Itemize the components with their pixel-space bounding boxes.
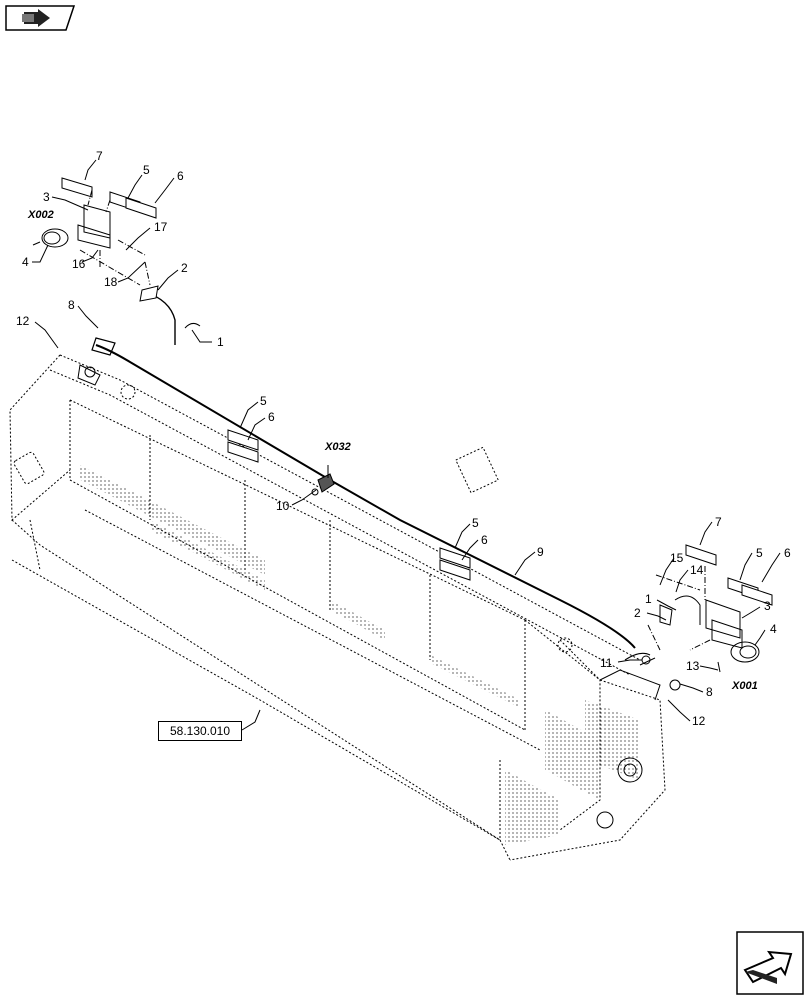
callout-5-mid2: 5 xyxy=(472,516,479,530)
reference-link-label: 58.130.010 xyxy=(169,724,231,738)
callout-4-left: 4 xyxy=(22,255,29,269)
previous-page-arrow-icon xyxy=(5,5,76,31)
right-end-details xyxy=(557,637,661,829)
callout-12-left: 12 xyxy=(16,314,30,328)
callout-2-right: 2 xyxy=(634,606,641,620)
callout-3-left: 3 xyxy=(43,190,50,204)
callout-8-right: 8 xyxy=(706,685,713,699)
next-page-arrow-icon xyxy=(736,931,804,995)
callout-12-right: 12 xyxy=(692,714,706,728)
header-rail-bands xyxy=(80,465,640,845)
callout-13: 13 xyxy=(686,659,700,673)
next-page-button[interactable] xyxy=(733,930,805,996)
callout-6-right: 6 xyxy=(784,546,791,560)
callout-6-mid2: 6 xyxy=(481,533,488,547)
connector-labels: X002 X032 X001 xyxy=(27,209,758,692)
callout-7-left: 7 xyxy=(96,149,103,163)
callout-1-left: 1 xyxy=(217,335,224,349)
callout-5-left: 5 xyxy=(143,163,150,177)
callout-6-mid1: 6 xyxy=(268,410,275,424)
header-body xyxy=(9,354,666,861)
wiring-harness xyxy=(91,337,651,661)
previous-page-button[interactable] xyxy=(4,4,76,32)
center-connector xyxy=(311,465,335,496)
callout-14: 14 xyxy=(690,563,704,577)
callout-3-right: 3 xyxy=(764,599,771,613)
left-end-details xyxy=(13,364,136,485)
callout-7-right: 7 xyxy=(715,515,722,529)
callout-9: 9 xyxy=(537,545,544,559)
right-lamp-assembly xyxy=(639,544,773,691)
callout-5-mid1: 5 xyxy=(260,394,267,408)
callout-labels: 7 5 6 3 4 16 17 18 2 1 8 12 5 6 10 5 6 9… xyxy=(16,149,791,728)
connector-x002-label: X002 xyxy=(27,209,54,221)
callout-18: 18 xyxy=(104,275,118,289)
callout-17: 17 xyxy=(154,220,168,234)
leader-lines xyxy=(32,159,781,731)
connector-x032-label: X032 xyxy=(324,441,351,453)
callout-8-left: 8 xyxy=(68,298,75,312)
callout-16: 16 xyxy=(72,257,86,271)
callout-6-left: 6 xyxy=(177,169,184,183)
callout-1-right: 1 xyxy=(645,592,652,606)
callout-2-left: 2 xyxy=(181,261,188,275)
reference-link[interactable]: 58.130.010 xyxy=(158,721,242,741)
left-lamp-assembly xyxy=(32,177,201,345)
callout-4-right: 4 xyxy=(770,622,777,636)
callout-11: 11 xyxy=(600,656,613,670)
callout-10: 10 xyxy=(276,499,290,513)
callout-15: 15 xyxy=(670,551,684,565)
mid-decals xyxy=(227,429,471,581)
connector-x001-label: X001 xyxy=(731,680,758,692)
callout-5-right: 5 xyxy=(756,546,763,560)
